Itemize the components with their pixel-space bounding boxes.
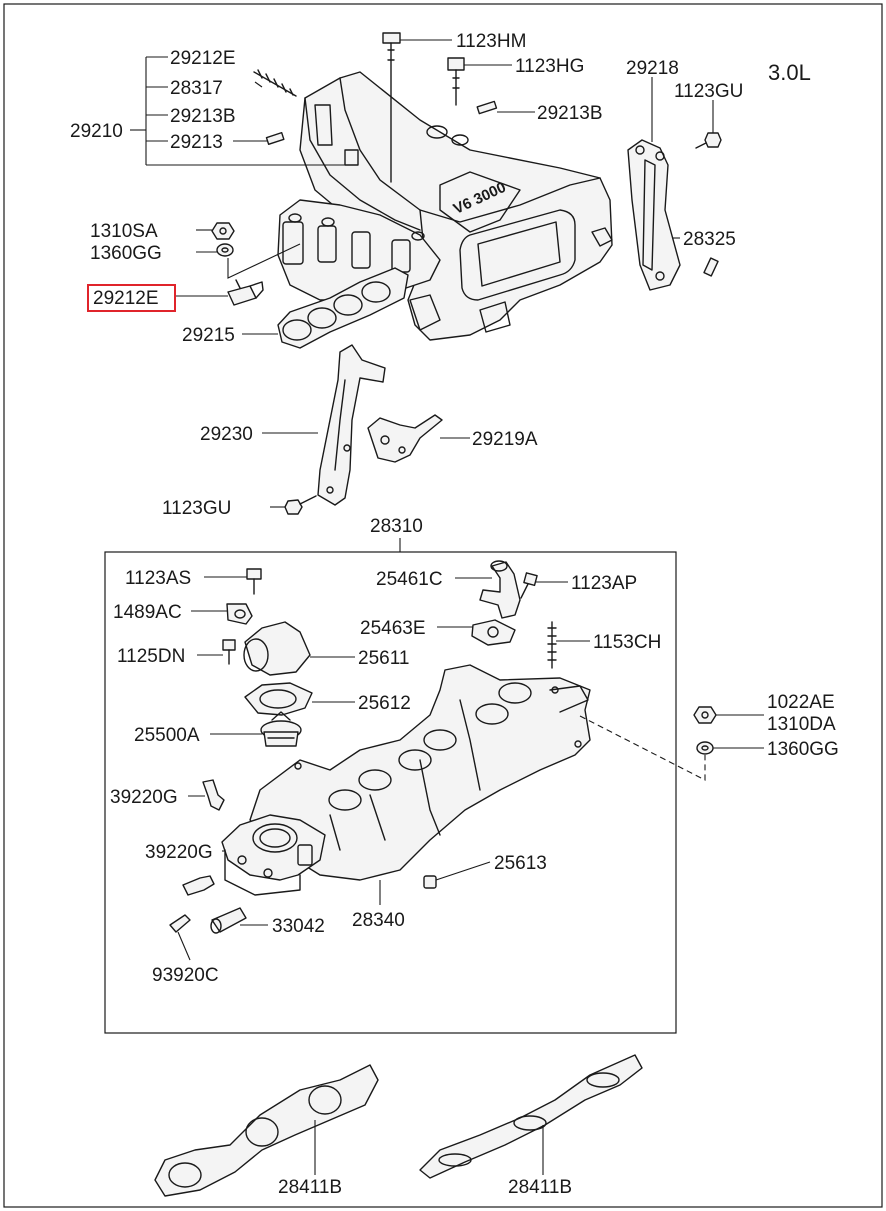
label-33042: 33042 bbox=[272, 916, 325, 937]
gasket-28411b-right-drawing bbox=[419, 1054, 643, 1179]
label-1310da: 1310DA bbox=[767, 714, 836, 735]
label-29212e-top: 29212E bbox=[170, 48, 236, 69]
label-25461c: 25461C bbox=[376, 569, 443, 590]
label-29219a: 29219A bbox=[472, 429, 538, 450]
bolt-1123as-drawing bbox=[246, 568, 262, 595]
label-1489ac: 1489AC bbox=[113, 602, 182, 623]
thermostat-25500a-drawing bbox=[260, 711, 302, 747]
pipe-25461c-drawing bbox=[479, 560, 521, 619]
label-29218: 29218 bbox=[626, 58, 679, 79]
bolt-1123hg-drawing bbox=[447, 57, 465, 106]
bracket-29218-drawing bbox=[627, 139, 681, 291]
washer-1360gg-top-drawing bbox=[216, 243, 234, 257]
label-1123as: 1123AS bbox=[125, 568, 191, 589]
label-28340: 28340 bbox=[352, 910, 405, 931]
bolt-1123hm-drawing bbox=[382, 32, 401, 183]
washer-1360gg-right-drawing bbox=[696, 741, 714, 755]
label-1125dn: 1125DN bbox=[117, 646, 185, 667]
label-1360gg-right: 1360GG bbox=[767, 739, 839, 760]
stud-1153ch-drawing bbox=[547, 621, 557, 669]
engine-label: 3.0L bbox=[768, 60, 811, 85]
sensor-39220g-a-drawing bbox=[202, 779, 225, 811]
label-1123hg: 1123HG bbox=[515, 56, 584, 77]
label-25463e: 25463E bbox=[360, 618, 426, 639]
bracket-29219a-drawing bbox=[367, 414, 443, 463]
gasket-28411b-left-drawing bbox=[154, 1064, 379, 1197]
label-28411b-left: 28411B bbox=[278, 1177, 342, 1198]
label-25613: 25613 bbox=[494, 853, 547, 874]
gasket-25463e-drawing bbox=[471, 619, 516, 646]
sensor-39220g-b-drawing bbox=[182, 875, 215, 896]
sensor-93920c-drawing bbox=[169, 914, 191, 933]
label-1123ap: 1123AP bbox=[571, 573, 637, 594]
label-25611: 25611 bbox=[358, 648, 409, 669]
clamp-1489ac-drawing bbox=[226, 603, 253, 625]
label-39220g-a: 39220G bbox=[110, 787, 178, 808]
part-labels: 3.0L 1123HM 1123HG 29218 1123GU 29212E 2… bbox=[70, 31, 839, 1198]
label-29213b-left: 29213B bbox=[170, 106, 236, 127]
label-29213b-right: 29213B bbox=[537, 103, 603, 124]
label-28310: 28310 bbox=[370, 516, 423, 537]
fitting-29212e-drawing bbox=[227, 279, 264, 306]
thermostat-housing-flange-drawing bbox=[221, 814, 326, 896]
label-39220g-b: 39220G bbox=[145, 842, 213, 863]
label-29212e-highlighted: 29212E bbox=[93, 288, 159, 309]
label-29210: 29210 bbox=[70, 121, 123, 142]
nut-1022ae-drawing bbox=[693, 706, 717, 724]
gasket-25612-drawing bbox=[244, 682, 313, 716]
bolt-1125dn-drawing bbox=[222, 639, 236, 665]
bracket-29230-drawing bbox=[317, 344, 386, 506]
assembly-28310-box bbox=[104, 551, 677, 1034]
label-28317: 28317 bbox=[170, 78, 223, 99]
label-28411b-right: 28411B bbox=[508, 1177, 572, 1198]
label-1022ae: 1022AE bbox=[767, 692, 835, 713]
plug-33042-drawing bbox=[210, 907, 247, 934]
label-25500a: 25500A bbox=[134, 725, 200, 746]
label-28325: 28325 bbox=[683, 229, 736, 250]
highlight-box-29212e bbox=[87, 284, 176, 312]
plenum-gasket-drawing bbox=[277, 267, 409, 349]
stud-28317-drawing bbox=[253, 69, 297, 97]
label-29230: 29230 bbox=[200, 424, 253, 445]
label-1153ch: 1153CH bbox=[593, 632, 661, 653]
bolt-1123gu-top-drawing bbox=[695, 132, 722, 149]
bolt-1123gu-mid-drawing bbox=[284, 495, 317, 515]
label-1123gu-top: 1123GU bbox=[674, 81, 743, 102]
label-1123hm: 1123HM bbox=[456, 31, 526, 52]
label-29215: 29215 bbox=[182, 325, 235, 346]
label-1123gu-mid: 1123GU bbox=[162, 498, 231, 519]
bolt-1123ap-drawing bbox=[520, 572, 538, 599]
nut-1310sa-drawing bbox=[211, 222, 235, 240]
label-1360gg-top: 1360GG bbox=[90, 243, 162, 264]
thermostat-cover-25611-drawing bbox=[243, 621, 311, 676]
lower-manifold-drawing bbox=[249, 664, 591, 881]
label-25612: 25612 bbox=[358, 693, 411, 714]
page-frame bbox=[3, 3, 883, 1208]
bolt-25613-drawing bbox=[423, 875, 437, 889]
label-29213: 29213 bbox=[170, 132, 223, 153]
leader-lines bbox=[130, 39, 764, 1175]
pins-drawing bbox=[265, 100, 719, 277]
label-93920c: 93920C bbox=[152, 965, 219, 986]
label-1310sa: 1310SA bbox=[90, 221, 158, 242]
